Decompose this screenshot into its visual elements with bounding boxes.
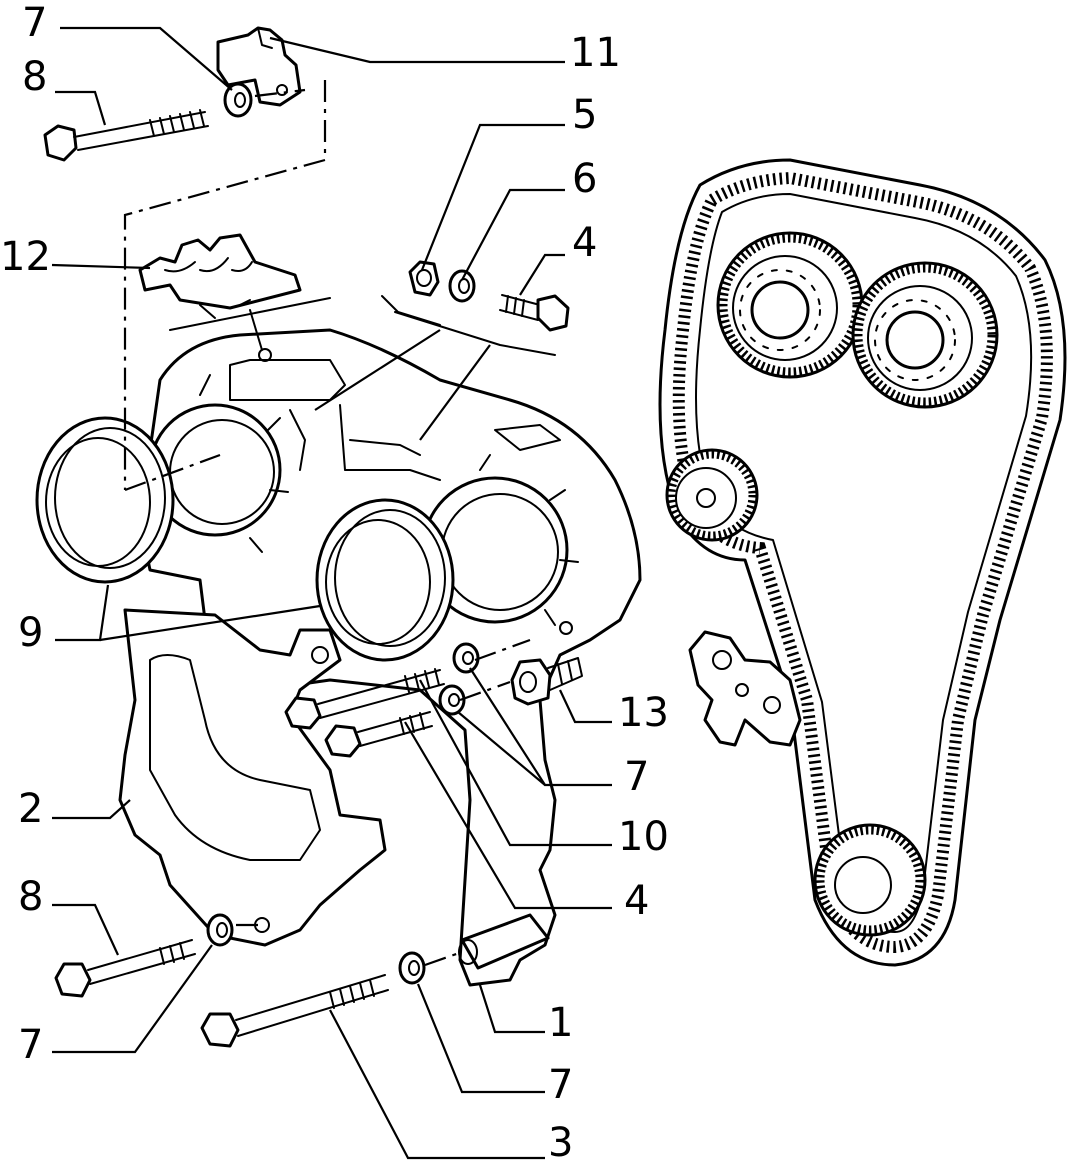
callout-4-top: 4 bbox=[572, 220, 597, 266]
bolt-8-bottom bbox=[54, 939, 196, 998]
callout-3: 3 bbox=[548, 1120, 573, 1160]
callout-4-bottom: 4 bbox=[624, 878, 649, 924]
washer-7-mid-lower bbox=[438, 684, 466, 716]
nut-5 bbox=[408, 260, 440, 297]
callout-11: 11 bbox=[570, 30, 621, 76]
timing-cover-assembly bbox=[35, 328, 642, 987]
crankshaft-pulley bbox=[813, 823, 927, 937]
bolt-10 bbox=[284, 668, 445, 730]
callout-12: 12 bbox=[0, 234, 51, 280]
spacer-sleeve-1 bbox=[458, 913, 550, 970]
washer-6 bbox=[448, 269, 476, 303]
callout-6: 6 bbox=[572, 156, 597, 202]
timing-belt bbox=[658, 158, 1067, 967]
callout-1: 1 bbox=[548, 1000, 573, 1046]
washer-7-bottom-left bbox=[206, 913, 234, 947]
bolt-4-top bbox=[499, 294, 570, 332]
washer-7-mid-upper bbox=[452, 642, 480, 674]
timing-belt-teeth bbox=[672, 171, 1053, 954]
callout-8-bottom: 8 bbox=[18, 874, 43, 920]
stud-13 bbox=[510, 657, 583, 706]
belt-tensioner bbox=[688, 630, 802, 747]
camshaft-pulley-left bbox=[716, 231, 864, 379]
timing-belt-assembly bbox=[658, 158, 1067, 967]
bolt-4-bottom bbox=[324, 711, 433, 758]
bolt-8-top bbox=[43, 109, 209, 162]
washer-7-bottom-right bbox=[398, 951, 426, 985]
plug-cap-right bbox=[315, 498, 455, 662]
callout-7-top: 7 bbox=[22, 0, 47, 46]
camshaft-pulley-right bbox=[851, 261, 999, 409]
callout-2: 2 bbox=[18, 786, 43, 832]
callout-10: 10 bbox=[618, 814, 669, 860]
callout-7-bottom-right: 7 bbox=[548, 1062, 573, 1108]
callout-labels: 7 8 11 5 6 4 12 9 13 7 2 10 8 4 1 7 7 3 bbox=[0, 0, 669, 1160]
plug-cap-left bbox=[35, 416, 175, 584]
idler-pulley bbox=[665, 448, 759, 542]
washer-7-top bbox=[223, 82, 253, 118]
callout-13: 13 bbox=[618, 690, 669, 736]
assembly-lines bbox=[123, 80, 556, 967]
callout-8-top: 8 bbox=[22, 54, 47, 100]
callout-9: 9 bbox=[18, 610, 43, 656]
cable-clip bbox=[138, 233, 331, 351]
bolt-3 bbox=[200, 974, 389, 1048]
leader-lines bbox=[51, 26, 612, 1160]
timing-belt-inner bbox=[695, 193, 1033, 933]
callout-5: 5 bbox=[572, 92, 597, 138]
callout-7-bottom-left: 7 bbox=[18, 1022, 43, 1068]
callout-7-mid: 7 bbox=[624, 754, 649, 800]
